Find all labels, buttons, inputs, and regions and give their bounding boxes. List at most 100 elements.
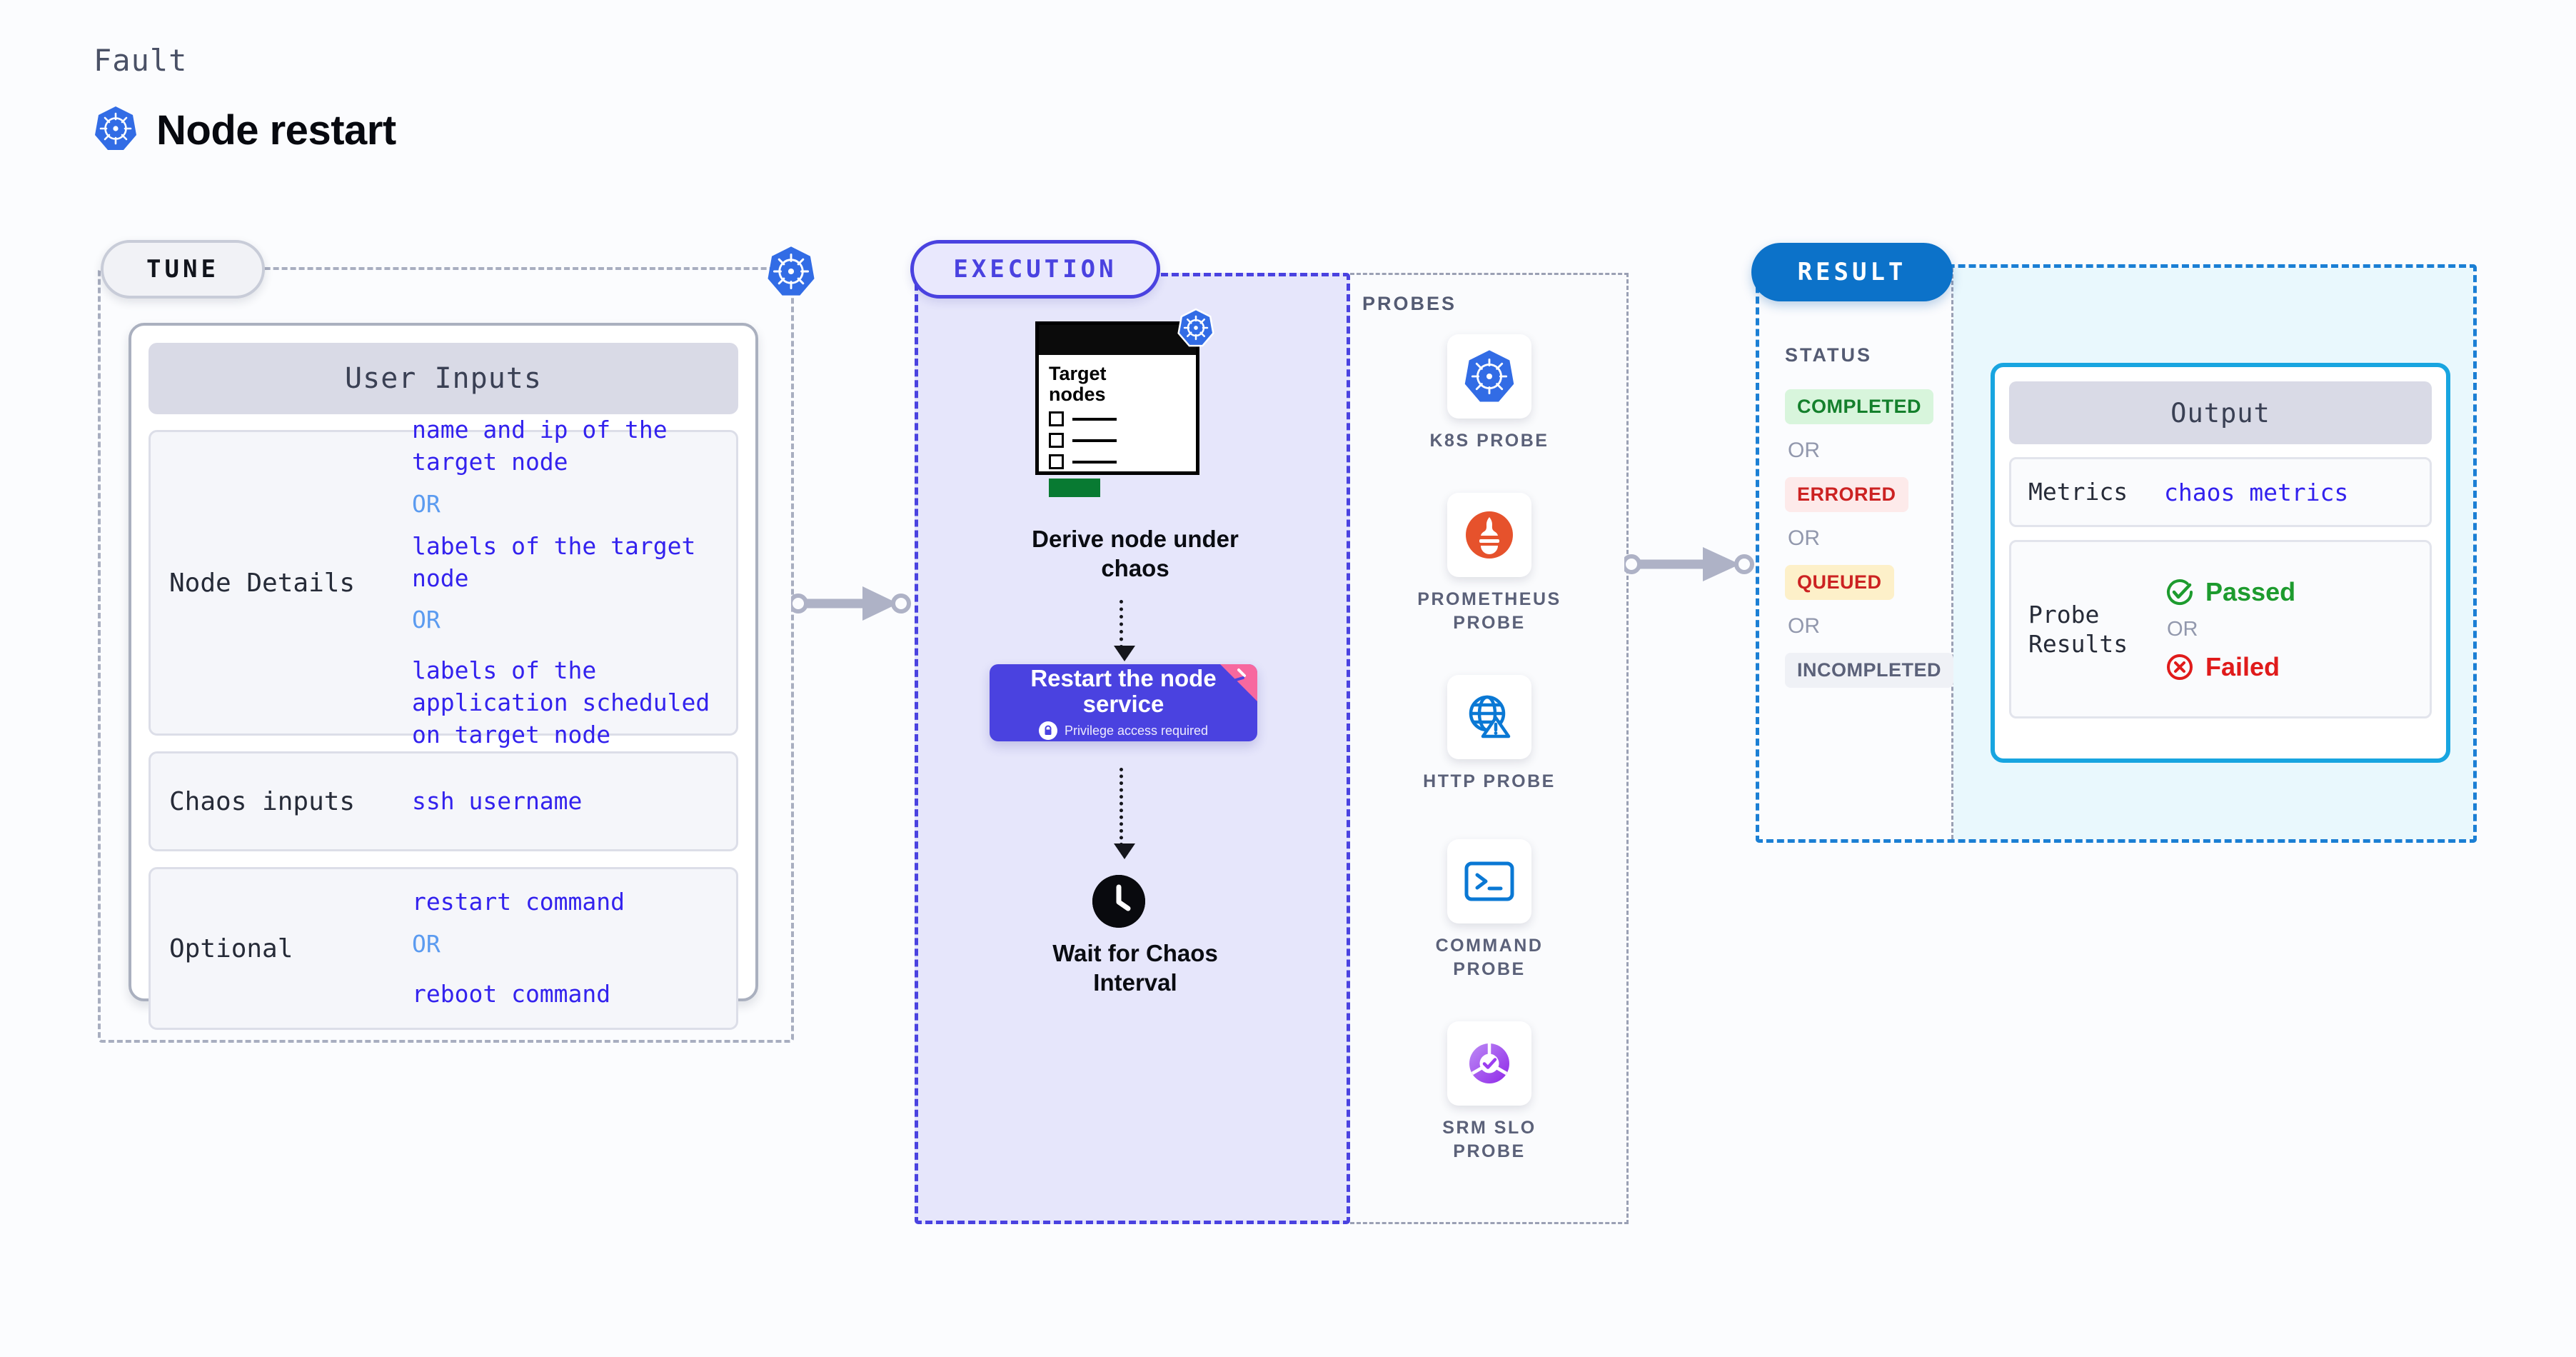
probe-result-values: Passed OR Failed: [2164, 576, 2413, 683]
output-card-title: Output: [2009, 381, 2432, 444]
target-card-title: Target nodes: [1049, 363, 1186, 406]
user-inputs-title: User Inputs: [149, 343, 738, 414]
input-row-key: Chaos inputs: [169, 786, 356, 816]
wait-label-line2: Interval: [1093, 968, 1177, 996]
target-title-line1: Target: [1049, 363, 1107, 384]
input-row-values: name and ip of the target node OR labels…: [412, 414, 718, 751]
target-title-line2: nodes: [1049, 384, 1106, 406]
derive-label-line1: Derive node under: [1032, 526, 1239, 552]
target-list-item: [1049, 411, 1186, 427]
prometheus-icon: [1447, 493, 1531, 577]
probe-item-prometheus[interactable]: PROMETHEUS PROBE: [1417, 493, 1559, 634]
wait-chaos-interval-label: Wait for Chaos Interval: [957, 939, 1314, 998]
input-value: labels of the application scheduled on t…: [412, 656, 710, 749]
kubernetes-icon: [1177, 308, 1214, 351]
stage-badge-tune[interactable]: TUNE: [101, 240, 265, 299]
restart-title-line2: service: [1082, 690, 1164, 717]
status-badge-errored: ERRORED: [1785, 477, 1908, 512]
target-list-item: [1049, 454, 1186, 470]
clock-icon: [1092, 875, 1145, 928]
probe-key-line2: Results: [2028, 630, 2128, 658]
probe-label: K8S PROBE: [1429, 431, 1549, 451]
input-separator: OR: [412, 606, 441, 634]
globe-warning-icon: [1447, 675, 1531, 759]
terminal-icon: [1447, 839, 1531, 923]
checkbox-icon: [1049, 454, 1064, 470]
input-separator: OR: [412, 489, 441, 518]
tune-panel: [98, 246, 815, 1043]
probe-item-http[interactable]: HTTP PROBE: [1422, 675, 1557, 793]
input-value: restart command: [412, 887, 625, 916]
flow-arrow-down: [1114, 600, 1135, 661]
probe-label: HTTP PROBE: [1423, 771, 1556, 791]
connector-execution-to-result: [1624, 547, 1754, 581]
output-row-key: Probe Results: [2028, 600, 2164, 659]
stage-badge-result[interactable]: RESULT: [1751, 243, 1953, 301]
output-row-probe-results: Probe Results Passed OR Failed: [2009, 540, 2432, 718]
probes-section-label: PROBES: [1362, 293, 1457, 314]
output-row-metrics: Metrics chaos metrics: [2009, 457, 2432, 527]
probe-result-failed: Failed: [2164, 651, 2413, 683]
status-badge-completed: COMPLETED: [1785, 389, 1934, 424]
input-row-key: Node Details: [169, 568, 356, 598]
input-row-optional: Optional restart command OR reboot comma…: [149, 867, 738, 1030]
status-badge-queued: QUEUED: [1785, 565, 1894, 600]
kubernetes-icon: [1447, 334, 1531, 419]
srm-slo-icon: [1447, 1021, 1531, 1106]
placeholder-line: [1072, 439, 1117, 442]
stage-badge-execution[interactable]: EXECUTION: [910, 240, 1160, 299]
status-badge-incompleted: INCOMPLETED: [1785, 653, 1954, 688]
target-card-titlebar: [1039, 325, 1196, 355]
fault-eyebrow-label: Fault: [94, 43, 188, 78]
placeholder-line: [1072, 460, 1117, 464]
restart-node-service-step[interactable]: Restart the node service Privilege acces…: [990, 664, 1257, 741]
status-section-label: STATUS: [1785, 344, 1872, 366]
passed-label: Passed: [2205, 576, 2296, 606]
input-row-chaos-inputs: Chaos inputs ssh username: [149, 751, 738, 851]
check-circle-icon: [2167, 579, 2193, 605]
probe-label: PROMETHEUS PROBE: [1417, 589, 1561, 633]
target-list-item: [1049, 433, 1186, 449]
kubernetes-icon: [94, 105, 138, 156]
probe-key-line1: Probe: [2028, 600, 2100, 629]
status-separator: OR: [1788, 526, 1820, 550]
status-separator: OR: [1788, 439, 1820, 462]
fault-title-row: Node restart: [94, 105, 396, 156]
fault-corner-glyph-icon: [1234, 669, 1246, 681]
input-separator: OR: [412, 929, 441, 958]
checkbox-icon: [1049, 433, 1064, 449]
probe-result-passed: Passed: [2164, 576, 2413, 608]
probe-item-command[interactable]: COMMAND PROBE: [1422, 839, 1557, 981]
input-row-node-details: Node Details name and ip of the target n…: [149, 416, 738, 748]
input-row-key: Optional: [169, 933, 293, 963]
target-nodes-card: Target nodes: [1035, 308, 1214, 498]
target-card-body: Target nodes: [1039, 355, 1196, 498]
probe-item-srm-slo[interactable]: SRM SLO PROBE: [1422, 1021, 1557, 1163]
input-row-values: restart command OR reboot command: [412, 886, 718, 1011]
user-inputs-card: User Inputs Node Details name and ip of …: [129, 323, 758, 1030]
input-value: labels of the target node: [412, 531, 696, 592]
checkbox-icon: [1049, 411, 1064, 427]
failed-label: Failed: [2205, 651, 2280, 681]
x-circle-icon: [2167, 654, 2193, 680]
result-divider: [1951, 268, 1953, 839]
connector-tune-to-execution: [791, 586, 911, 621]
output-row-value: chaos metrics: [2164, 478, 2349, 506]
status-list: COMPLETED OR ERRORED OR QUEUED OR INCOMP…: [1785, 389, 1954, 688]
probe-label: COMMAND PROBE: [1435, 936, 1544, 979]
probe-item-k8s[interactable]: K8S PROBE: [1422, 334, 1557, 453]
input-value: reboot command: [412, 980, 611, 1008]
privilege-row: Privilege access required: [1038, 721, 1209, 741]
probe-label: SRM SLO PROBE: [1442, 1118, 1536, 1161]
input-value: ssh username: [412, 786, 583, 815]
output-card: Output Metrics chaos metrics Probe Resul…: [1991, 363, 2450, 763]
input-row-values: ssh username: [412, 786, 718, 818]
lock-icon: [1038, 721, 1057, 741]
result-panel: [1756, 264, 2477, 843]
derive-node-label: Derive node under chaos: [957, 525, 1314, 584]
page-title: Node restart: [156, 107, 396, 154]
privilege-text: Privilege access required: [1064, 723, 1209, 738]
input-value: name and ip of the target node: [412, 416, 668, 476]
output-row-key: Metrics: [2028, 478, 2128, 506]
restart-title-line1: Restart the node: [1030, 664, 1217, 691]
